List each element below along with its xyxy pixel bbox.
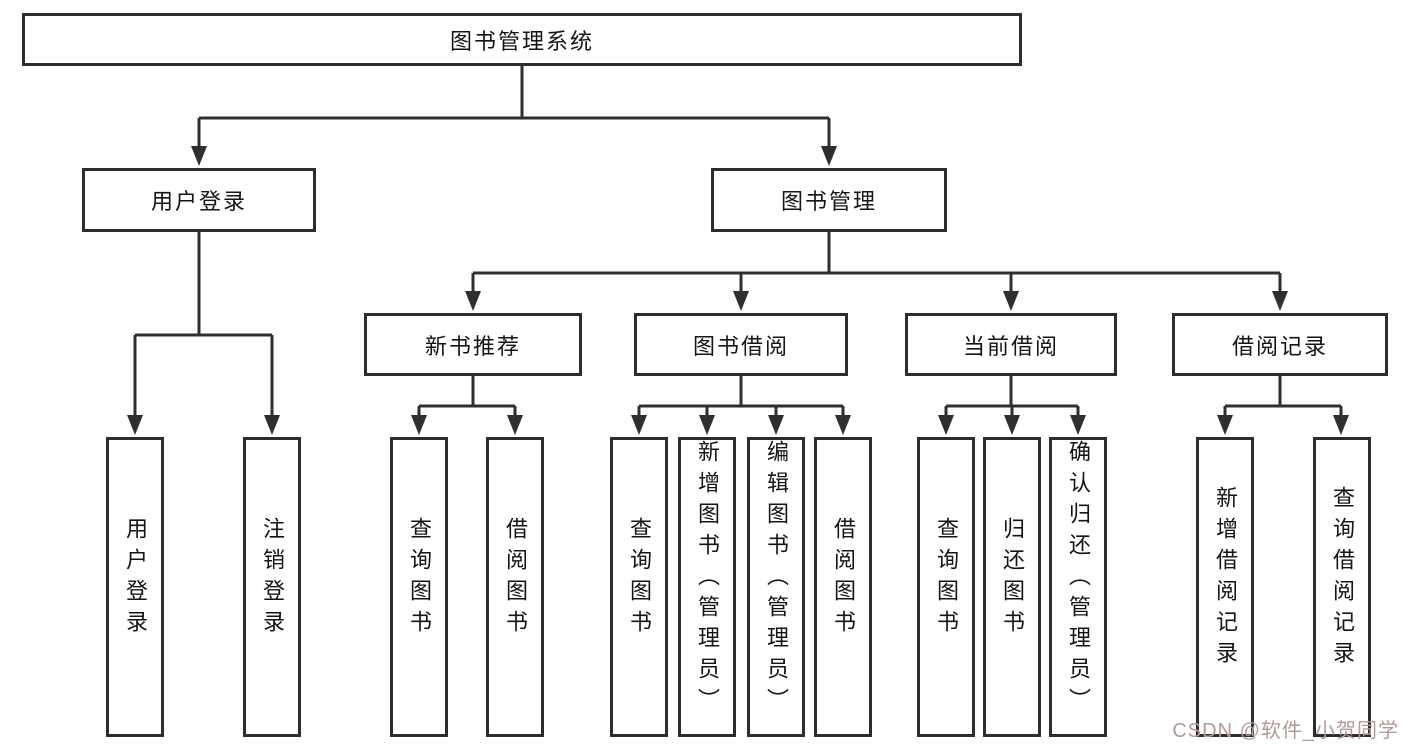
- leaf-label: 新增借阅记录: [1213, 486, 1238, 672]
- node-book-borrow: 图书借阅: [634, 313, 848, 376]
- leaf-records-query-borrow-record: 查询借阅记录: [1313, 437, 1371, 737]
- node-label: 用户登录: [150, 189, 247, 214]
- leaf-label: 新增图书（管理员）: [695, 440, 720, 719]
- leaf-label: 编辑图书（管理员）: [764, 440, 789, 719]
- leaf-label: 借阅图书: [831, 517, 856, 641]
- leaf-label: 借阅图书: [503, 517, 528, 641]
- leaf-current-confirm-return-admin: 确认归还（管理员）: [1049, 437, 1107, 737]
- watermark: CSDN @软件_小贺同学: [1172, 720, 1399, 742]
- node-label: 图书管理系统: [449, 28, 594, 54]
- leaf-records-add-borrow-record: 新增借阅记录: [1196, 437, 1254, 737]
- node-user-login: 用户登录: [82, 168, 316, 232]
- node-book-management-system: 图书管理系统: [22, 13, 1022, 66]
- leaf-label: 查询借阅记录: [1330, 486, 1355, 672]
- node-new-book-recommend: 新书推荐: [364, 313, 582, 376]
- leaf-newbook-borrow-books: 借阅图书: [486, 437, 544, 737]
- node-label: 当前借阅: [962, 333, 1059, 359]
- leaf-label: 查询图书: [407, 517, 432, 641]
- leaf-label: 查询图书: [627, 517, 652, 641]
- leaf-user-login: 用户登录: [106, 437, 164, 737]
- leaf-current-return-books: 归还图书: [983, 437, 1041, 737]
- node-current-borrow: 当前借阅: [905, 313, 1117, 376]
- leaf-borrow-borrow-books: 借阅图书: [814, 437, 872, 737]
- leaf-label: 确认归还（管理员）: [1066, 440, 1091, 719]
- leaf-label: 查询图书: [934, 517, 959, 641]
- node-label: 新书推荐: [424, 333, 521, 359]
- node-label: 借阅记录: [1231, 333, 1328, 359]
- node-book-management: 图书管理: [711, 168, 947, 232]
- leaf-borrow-query-books: 查询图书: [610, 437, 668, 737]
- leaf-newbook-query-books: 查询图书: [390, 437, 448, 737]
- leaf-label: 注销登录: [260, 517, 285, 641]
- leaf-borrow-add-books-admin: 新增图书（管理员）: [678, 437, 736, 737]
- leaf-label: 归还图书: [1000, 517, 1025, 641]
- leaf-borrow-edit-books-admin: 编辑图书（管理员）: [747, 437, 805, 737]
- node-borrow-records: 借阅记录: [1172, 313, 1388, 376]
- leaf-logout: 注销登录: [243, 437, 301, 737]
- leaf-current-query-books: 查询图书: [917, 437, 975, 737]
- node-label: 图书借阅: [692, 333, 789, 359]
- leaf-label: 用户登录: [123, 517, 148, 641]
- node-label: 图书管理: [780, 189, 877, 214]
